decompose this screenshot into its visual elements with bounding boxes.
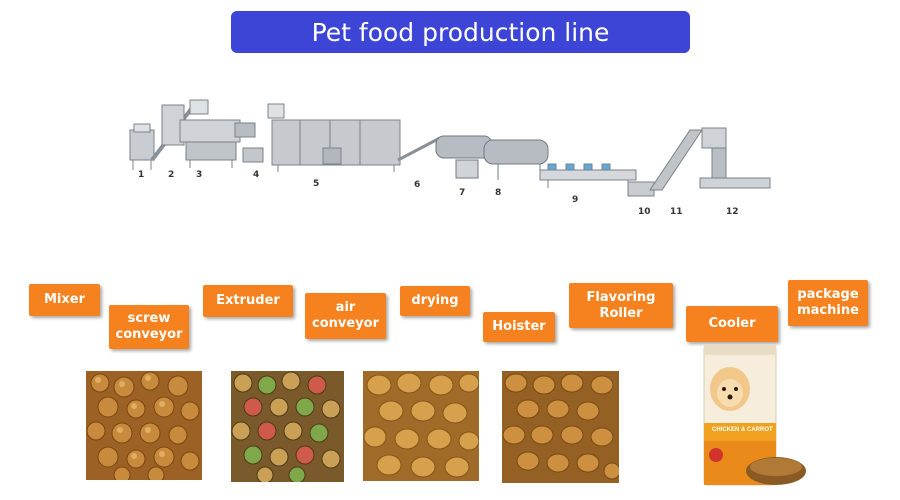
kibble-photo-flavored xyxy=(502,371,619,483)
label-cooler: Cooler xyxy=(686,306,778,342)
package-drawing xyxy=(703,345,806,486)
label-flavoring-roller: Flavoring Roller xyxy=(569,283,673,328)
machine-cutter xyxy=(242,147,264,163)
kibble-mixed-drawing xyxy=(231,371,344,482)
machine-extruder xyxy=(161,99,256,168)
package-text: CHICKEN & CARROT xyxy=(712,427,773,433)
page-title: Pet food production line xyxy=(231,11,690,53)
machine-packager xyxy=(699,127,771,189)
machine-number-12: 12 xyxy=(726,207,739,217)
kibble-photo-round xyxy=(363,371,479,481)
machine-number-11: 11 xyxy=(670,207,683,217)
machine-number-10: 10 xyxy=(638,207,651,217)
kibble-flavored-drawing xyxy=(502,371,619,483)
package-photo: CHICKEN & CARROT xyxy=(690,345,810,493)
label-mixer: Mixer xyxy=(29,284,100,316)
machine-number-6: 6 xyxy=(414,180,421,190)
machines-drawing xyxy=(129,99,771,197)
machine-number-4: 4 xyxy=(253,170,260,180)
production-line-illustration: 1 2 3 4 5 6 7 8 9 10 11 12 xyxy=(0,90,900,220)
machine-incline-conveyor xyxy=(397,136,441,162)
label-extruder: Extruder xyxy=(203,285,293,317)
machine-number-3: 3 xyxy=(196,170,203,180)
machine-number-7: 7 xyxy=(459,188,466,198)
label-package-machine: package machine xyxy=(788,280,868,326)
kibble-plain-drawing xyxy=(86,371,202,480)
machine-number-5: 5 xyxy=(313,179,320,189)
label-hoister: Hoister xyxy=(483,312,555,342)
kibble-photo-mixed-color xyxy=(231,371,344,482)
machine-cooler-conveyor xyxy=(539,163,637,188)
machine-hoister xyxy=(627,129,703,197)
machine-flavoring-drum xyxy=(435,135,549,180)
label-screw-conveyor: screw conveyor xyxy=(109,305,189,349)
machine-number-1: 1 xyxy=(138,170,145,180)
label-drying: drying xyxy=(400,286,470,316)
label-air-conveyor: air conveyor xyxy=(305,293,386,339)
kibble-photo-plain xyxy=(86,371,202,480)
machine-mixer xyxy=(129,123,155,170)
kibble-round-drawing xyxy=(363,371,479,481)
machine-number-2: 2 xyxy=(168,170,175,180)
machine-number-9: 9 xyxy=(572,195,579,205)
machine-number-8: 8 xyxy=(495,188,502,198)
machine-dryer xyxy=(267,103,401,172)
